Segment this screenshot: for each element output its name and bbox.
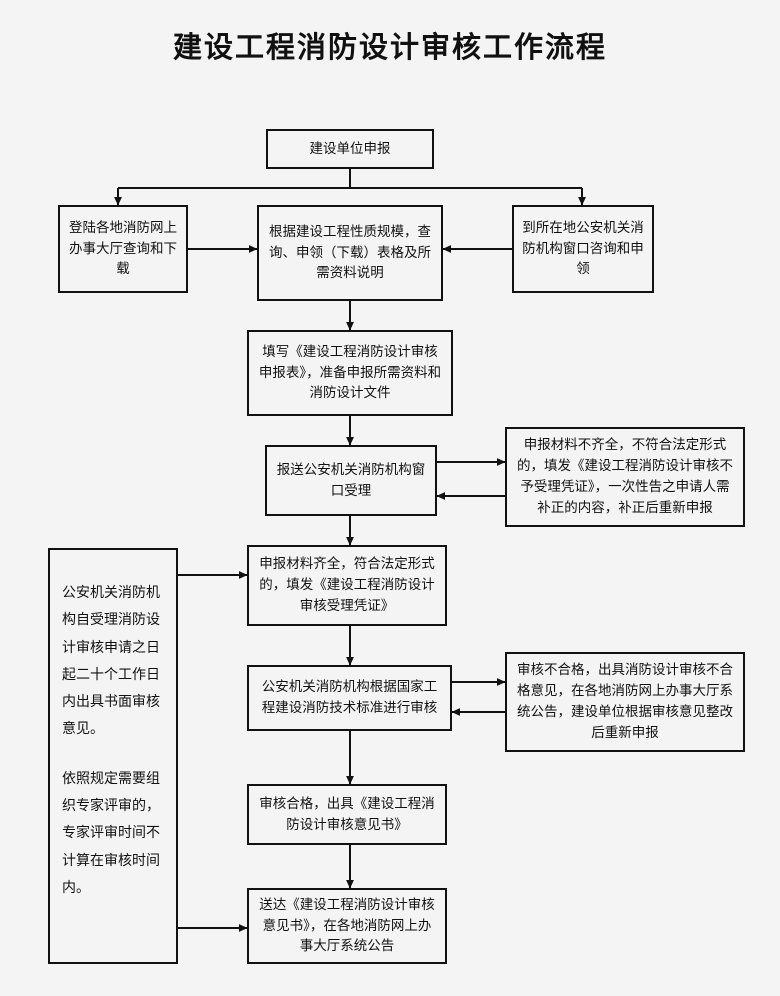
node-review-failed-notice[interactable]: 审核不合格，出具消防设计审核不合格意见，在各地消防网上办事大厅系统公告，建设单位… <box>505 652 745 752</box>
node-fill-application-form[interactable]: 填写《建设工程消防设计审核申报表》，准备申报所需资料和消防设计文件 <box>247 330 453 416</box>
node-review-passed-opinion[interactable]: 审核合格，出具《建设工程消防设计审核意见书》 <box>247 784 447 845</box>
node-deliver-opinion-and-announce[interactable]: 送达《建设工程消防设计审核意见书》，在各地消防网上办事大厅系统公告 <box>247 888 447 964</box>
node-time-limit-note[interactable]: 公安机关消防机构自受理消防设计审核申请之日起二十个工作日内出具书面审核意见。 依… <box>48 548 178 964</box>
node-incomplete-materials-notice[interactable]: 申报材料不齐全，不符合法定形式的，填发《建设工程消防设计审核不予受理凭证》，一次… <box>505 427 745 527</box>
page-title: 建设工程消防设计审核工作流程 <box>172 30 607 64</box>
node-visit-fire-authority-window[interactable]: 到所在地公安机关消防机构窗口咨询和申领 <box>512 205 654 293</box>
node-complete-materials-acceptance[interactable]: 申报材料齐全，符合法定形式的，填发《建设工程消防设计审核受理凭证》 <box>247 545 447 626</box>
node-submit-to-window[interactable]: 报送公安机关消防机构窗口受理 <box>265 445 437 516</box>
time-limit-paragraph-2: 依照规定需要组织专家评审的，专家评审时间不计算在审核时间内。 <box>62 770 160 896</box>
node-online-hall-query-download[interactable]: 登陆各地消防网上办事大厅查询和下载 <box>58 205 188 293</box>
node-review-per-national-standards[interactable]: 公安机关消防机构根据国家工程建设消防技术标准进行审核 <box>247 665 452 731</box>
time-limit-paragraph-1: 公安机关消防机构自受理消防设计审核申请之日起二十个工作日内出具书面审核意见。 <box>62 585 160 738</box>
node-construction-unit-application[interactable]: 建设单位申报 <box>266 129 434 169</box>
node-query-claim-forms[interactable]: 根据建设工程性质规模，查询、申领（下载）表格及所需资料说明 <box>257 205 443 301</box>
